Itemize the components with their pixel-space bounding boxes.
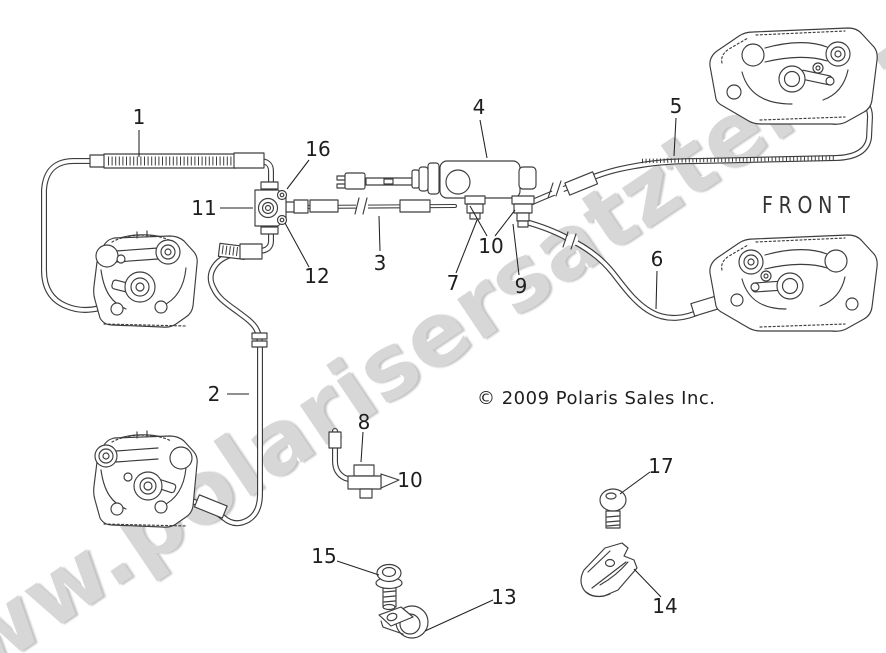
part-14-clip: [580, 542, 638, 598]
brake-line-3: [293, 197, 457, 215]
callout-11: 11: [191, 196, 217, 220]
callout-5: 5: [669, 94, 683, 118]
callout-10-bottom: 10: [397, 468, 423, 492]
master-cylinder: [336, 160, 537, 228]
callout-13: 13: [491, 585, 517, 609]
brake-line-1: [41, 152, 274, 313]
caliper-top-right: [709, 27, 878, 125]
caliper-mid-left: [93, 230, 198, 328]
callout-2: 2: [207, 382, 221, 406]
callout-12: 12: [304, 264, 330, 288]
callout-8: 8: [357, 410, 371, 434]
callout-3: 3: [373, 251, 387, 275]
part-15-bolt: [375, 563, 403, 611]
caliper-mid-right: [709, 234, 878, 332]
junction-block: [254, 181, 295, 235]
fitting-7: [464, 195, 486, 205]
front-label: FRONT: [762, 191, 856, 219]
callout-9: 9: [514, 274, 528, 298]
callout-16: 16: [305, 137, 331, 161]
caliper-bottom-left: [93, 430, 198, 528]
part-13-clamp: [378, 605, 429, 639]
brake-line-2: [155, 229, 274, 527]
leader-lines: [138, 117, 677, 632]
callout-15: 15: [311, 544, 337, 568]
fitting-9: [511, 195, 535, 205]
brake-line-6: [523, 219, 756, 321]
callout-6: 6: [650, 247, 664, 271]
callout-7: 7: [446, 271, 460, 295]
part-17-screw: [599, 488, 627, 529]
callout-4: 4: [472, 95, 486, 119]
copyright-text: © 2009 Polaris Sales Inc.: [477, 388, 716, 409]
part-8-elbow-line: [328, 428, 400, 499]
callout-10-top: 10: [478, 234, 504, 258]
callout-1: 1: [132, 105, 146, 129]
callout-17: 17: [648, 454, 674, 478]
callout-14: 14: [652, 594, 678, 618]
